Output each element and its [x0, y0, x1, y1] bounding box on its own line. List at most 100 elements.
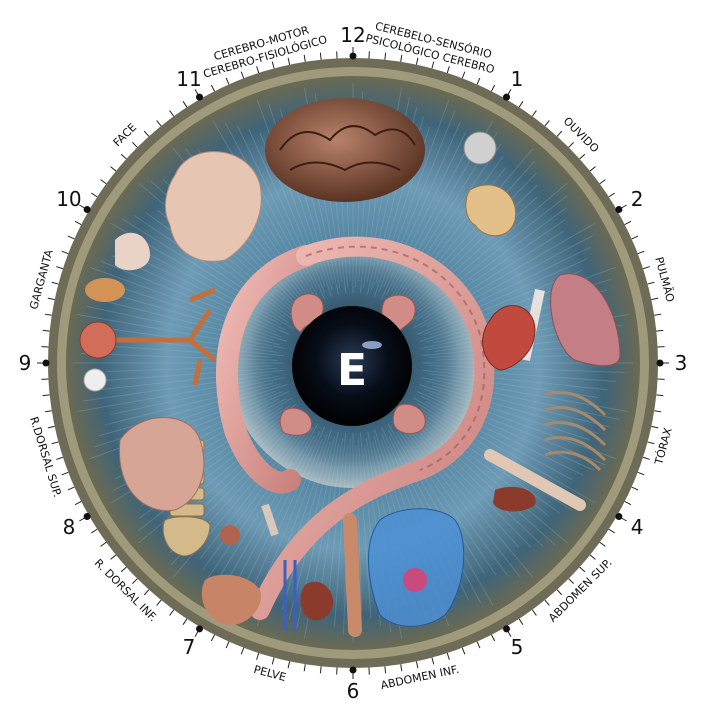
rim-tick [91, 528, 98, 534]
rim-tick [61, 250, 69, 255]
rim-tick [384, 666, 387, 674]
rim-tick [579, 566, 586, 573]
rim-tick [51, 441, 59, 445]
rim-tick [319, 52, 322, 60]
rim-tick [44, 410, 52, 413]
clock-dot [83, 513, 91, 520]
liver-icon [493, 486, 536, 512]
zone-label-pelve: PELVE [252, 663, 287, 684]
rim-tick [256, 652, 260, 660]
clock-dot [83, 206, 91, 213]
center-letter: E [337, 345, 367, 396]
clock-dot [615, 513, 623, 520]
clock-number: 2 [631, 187, 644, 211]
rim-tick [608, 192, 615, 198]
clock-dot [503, 93, 510, 101]
rim-tick [637, 250, 645, 255]
rim-tick [132, 578, 138, 584]
rim-tick [589, 166, 596, 172]
clock-number: 9 [19, 351, 32, 375]
pelvis-icon [201, 574, 261, 625]
rim-tick [143, 130, 150, 137]
rim-tick [156, 120, 162, 127]
rim-tick [271, 61, 275, 69]
rim-tick [642, 266, 650, 270]
rim-tick [656, 329, 664, 332]
rim-tick [556, 589, 563, 596]
rim-tick [654, 313, 662, 316]
clock-number: 11 [176, 67, 201, 91]
rim-tick [42, 329, 50, 332]
rim-tick [256, 66, 260, 74]
rim-tick [415, 57, 419, 65]
ribcage-icon [544, 391, 607, 472]
zone-label-abdomen-inf: ABDOMEN INF. [379, 663, 460, 692]
brain-icon [265, 98, 425, 202]
rim-tick [319, 666, 322, 674]
clock-dot [656, 359, 664, 367]
rim-tick [44, 313, 52, 316]
pupil [292, 306, 412, 426]
rim-tick [647, 441, 655, 445]
rim-tick [431, 61, 435, 69]
rim-tick [240, 647, 245, 655]
rim-tick [210, 634, 215, 642]
rim-tick [608, 528, 615, 534]
rim-tick [74, 220, 82, 225]
rim-tick [100, 179, 107, 185]
rim-tick [642, 456, 650, 460]
clock-number: 12 [340, 23, 365, 47]
rim-tick [303, 664, 306, 672]
rim-tick [647, 281, 655, 285]
torso-back-icon [118, 417, 205, 512]
clock-number: 3 [675, 351, 688, 375]
rim-tick [631, 235, 639, 240]
rim-tick [156, 599, 162, 606]
rim-tick [120, 153, 127, 160]
clock-number: 6 [347, 679, 360, 703]
rim-tick [631, 486, 639, 491]
intestine-icon [215, 236, 495, 620]
clock-dot [615, 206, 623, 213]
clock-number: 8 [63, 515, 76, 539]
rim-tick [544, 120, 550, 127]
rim-tick [518, 101, 524, 108]
rim-tick [624, 501, 632, 506]
rim-tick [446, 66, 450, 74]
rim-tick [476, 77, 481, 85]
rim-tick [579, 153, 586, 160]
rim-tick [476, 641, 481, 649]
rim-tick [431, 657, 435, 665]
rim-tick [651, 425, 659, 429]
rim-tick [568, 142, 574, 148]
rim-tick [518, 618, 524, 625]
rim-tick [67, 235, 75, 240]
rim-tick [51, 281, 59, 285]
zone-label-torax: TÓRAX [652, 426, 675, 467]
ear-icon [463, 131, 517, 237]
rim-tick [461, 71, 466, 79]
rim-tick [599, 541, 606, 547]
clock-number: 1 [511, 67, 524, 91]
rim-tick [67, 486, 75, 491]
rim-tick [624, 220, 632, 225]
clock-number: 7 [183, 635, 196, 659]
clock-number: 5 [511, 635, 524, 659]
rim-tick [568, 578, 574, 584]
pupil-highlight [362, 341, 382, 349]
clock-dot [42, 359, 50, 367]
bladder-icon [220, 503, 279, 545]
rim-tick [56, 266, 64, 270]
rim-tick [100, 541, 107, 547]
rim-tick [169, 609, 175, 616]
trachea-icon [110, 287, 217, 386]
rim-tick [531, 609, 537, 616]
rim-tick [544, 599, 550, 606]
rim-tick [303, 54, 306, 62]
rim-tick [91, 192, 98, 198]
leg-icon [343, 513, 362, 637]
clock-dot [349, 666, 357, 674]
